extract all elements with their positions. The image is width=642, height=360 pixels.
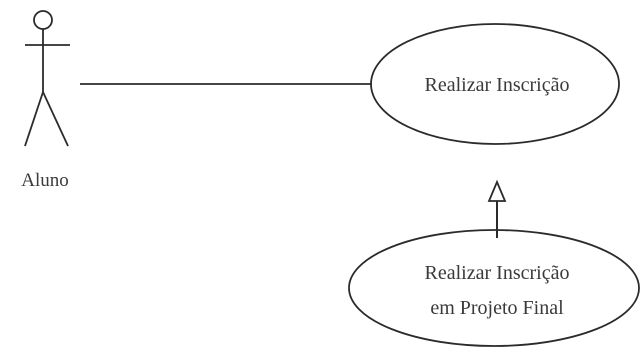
use-case-realizar-inscricao-projeto-final: Realizar Inscrição em Projeto Final [348, 229, 640, 347]
use-case-ellipse [348, 229, 640, 347]
actor-aluno: Aluno [21, 10, 70, 191]
actor-right-leg [42, 91, 69, 147]
use-case-label-line-1: Realizar Inscrição [425, 262, 570, 284]
use-case-ellipse [370, 23, 620, 145]
actor-head [33, 10, 53, 30]
actor-label: Aluno [21, 170, 69, 191]
use-case-label: Realizar Inscrição [425, 74, 570, 96]
actor-left-leg [24, 91, 44, 147]
use-case-label-line-2: em Projeto Final [430, 297, 564, 319]
generalization-relationship [487, 179, 507, 238]
generalization-arrowhead-icon [487, 179, 507, 202]
use-case-realizar-inscricao: Realizar Inscrição [370, 23, 620, 145]
